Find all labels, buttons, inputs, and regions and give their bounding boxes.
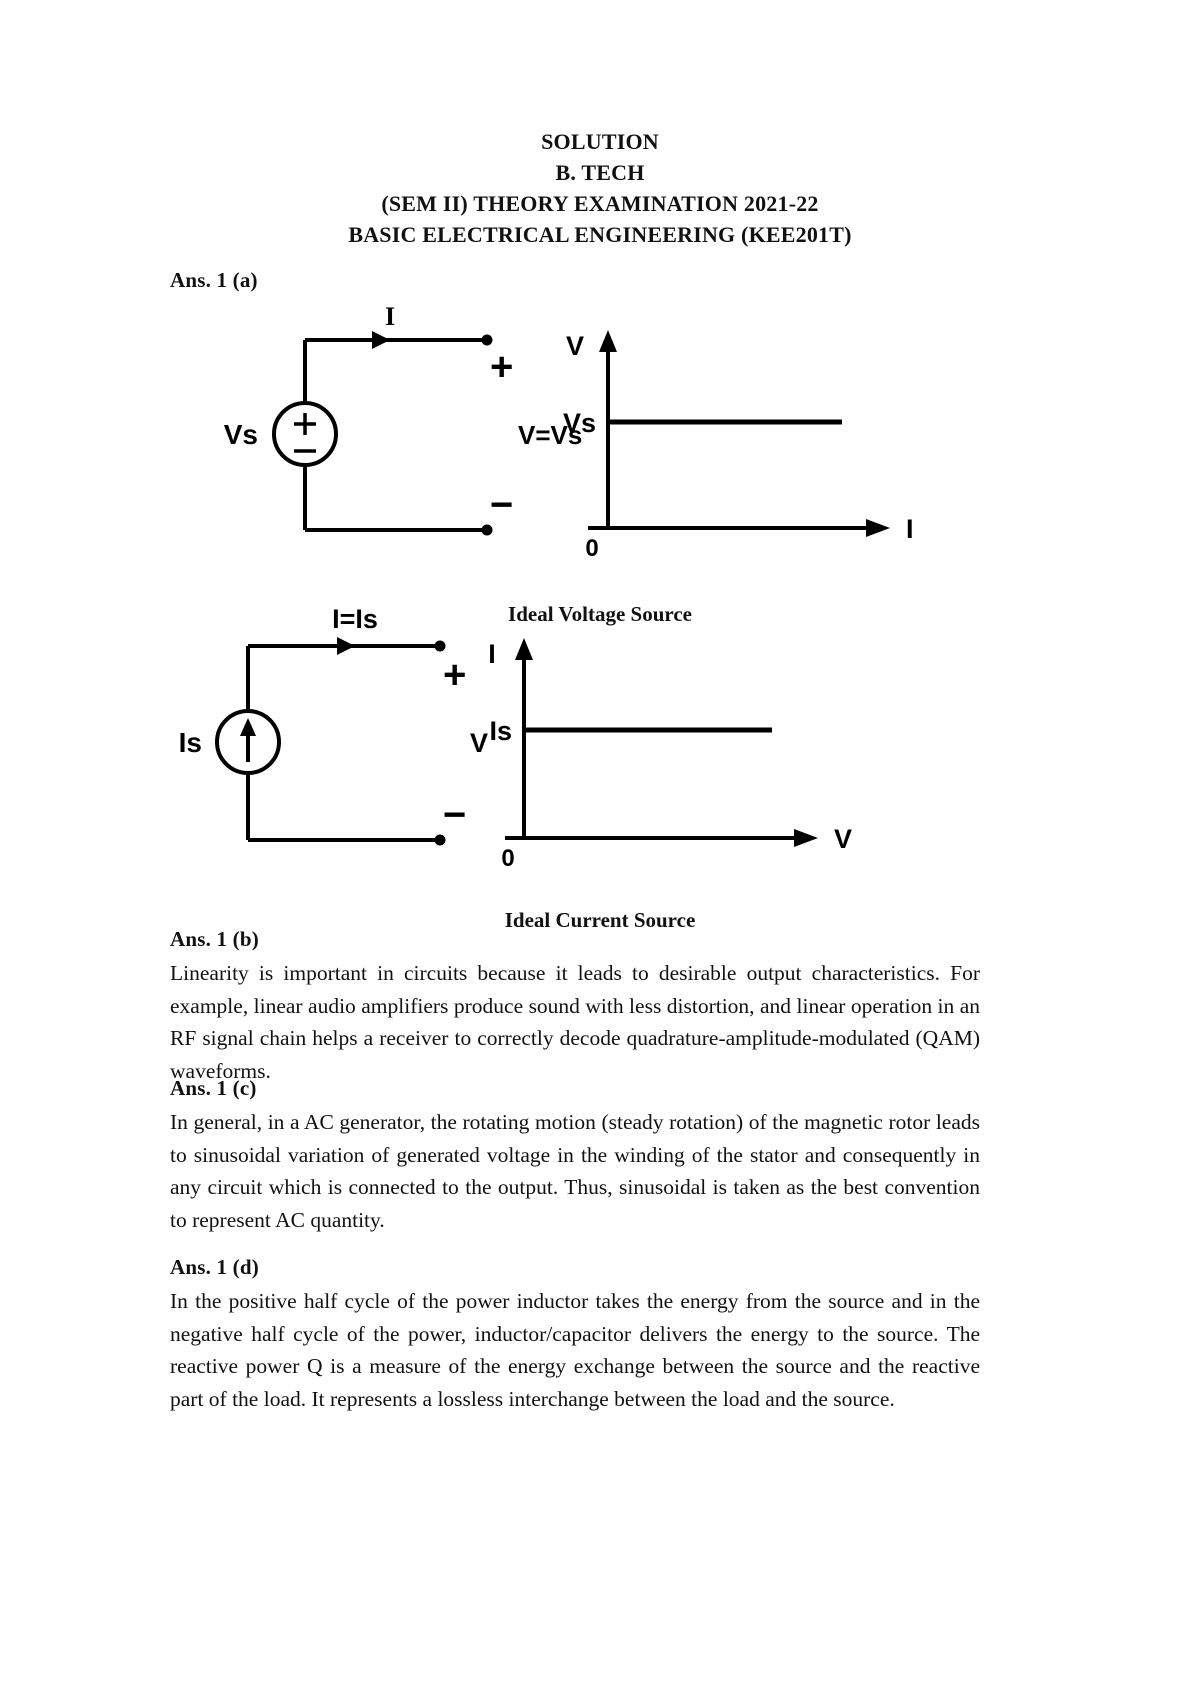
voltage-source-svg: I Vs + − V=Vs V I Vs 0 (224, 302, 914, 562)
voltage-graph-axes (588, 345, 872, 530)
figure-ideal-current-source: I=Is Is + − V I V Is 0 (0, 608, 1200, 908)
current-source-svg: I=Is Is + − V I V Is 0 (179, 608, 852, 872)
source-up-arrow-glyph (240, 718, 256, 762)
label-source-is: Is (179, 727, 202, 758)
current-graph-axes (505, 653, 800, 840)
label-terminal-voltage: V=Vs (518, 420, 582, 450)
terminal-dot-top (481, 334, 493, 346)
header-line-solution: SOLUTION (541, 129, 659, 154)
paragraph-ans-1d: In the positive half cycle of the power … (170, 1289, 980, 1411)
graph1-x-axis-arrowhead (866, 519, 890, 537)
header-line-subject: BASIC ELECTRICAL ENGINEERING (KEE201T) (348, 222, 852, 247)
graph2-y-axis-arrowhead (515, 638, 533, 660)
figure-ideal-voltage-source: I Vs + − V=Vs V I Vs 0 (0, 300, 1200, 600)
graph2-y-axis-label: I (488, 639, 496, 669)
caption-ideal-current-source: Ideal Current Source (504, 908, 696, 932)
source-plus-glyph (294, 413, 316, 435)
graph1-origin-label: 0 (585, 535, 598, 562)
label-current-i: I (385, 302, 395, 331)
terminal-dot-bottom (481, 524, 493, 536)
paragraph-ans-1b: Linearity is important in circuits becau… (170, 961, 980, 1083)
label-terminal-voltage-2: V (470, 728, 488, 758)
paragraph-ans-1c: In general, in a AC generator, the rotat… (170, 1110, 980, 1232)
label-terminal-plus-2: + (443, 653, 466, 697)
voltage-source-circuit-wires (303, 338, 487, 532)
heading-ans-1c: Ans. 1 (c) (170, 1076, 257, 1100)
label-terminal-minus: − (490, 483, 513, 527)
graph1-x-axis-label: I (906, 514, 914, 544)
heading-ans-1a: Ans. 1 (a) (170, 268, 258, 292)
label-terminal-minus-2: − (443, 793, 466, 837)
header-line-degree: B. TECH (555, 160, 645, 185)
caption-ideal-voltage-source: Ideal Voltage Source (508, 602, 692, 626)
graph2-origin-label: 0 (501, 845, 514, 872)
graph2-level-label: Is (489, 716, 512, 746)
label-terminal-plus: + (490, 345, 513, 389)
terminal-dot-top-2 (434, 640, 446, 652)
graph2-x-axis-arrowhead (794, 829, 818, 847)
label-source-vs: Vs (224, 419, 258, 450)
graph1-y-axis-arrowhead (599, 330, 617, 352)
label-current-i-is: I=Is (332, 608, 378, 634)
current-direction-arrow (372, 331, 390, 349)
document-header: SOLUTION B. TECH (SEM II) THEORY EXAMINA… (0, 126, 1200, 250)
terminal-dot-bottom-2 (434, 834, 446, 846)
heading-ans-1d: Ans. 1 (d) (170, 1255, 259, 1279)
header-line-exam: (SEM II) THEORY EXAMINATION 2021-22 (381, 191, 819, 216)
graph2-x-axis-label: V (834, 824, 852, 854)
current-direction-arrow-2 (337, 637, 355, 655)
graph1-level-label: Vs (563, 408, 596, 438)
graph1-y-axis-label: V (566, 331, 584, 361)
heading-ans-1b: Ans. 1 (b) (170, 927, 259, 951)
